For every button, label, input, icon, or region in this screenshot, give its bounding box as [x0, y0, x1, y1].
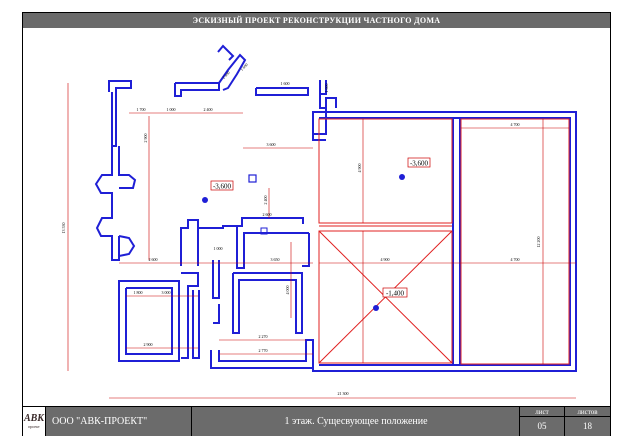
room-right-long	[460, 118, 570, 365]
wall-mid	[198, 217, 304, 229]
project-title: ЭСКИЗНЫЙ ПРОЕКТ РЕКОНСТРУКЦИИ ЧАСТНОГО Д…	[192, 16, 441, 25]
sheet-title: 1 этаж. Сущесвующее положение	[284, 416, 428, 427]
wall-lower-right	[212, 260, 220, 299]
wall-bay-window	[218, 53, 247, 91]
dimension-labels: 21 300 13 530 12 200 1 600 2 600 1 600 1…	[61, 62, 541, 396]
wall-lower-mid-2	[192, 290, 200, 359]
dim-label-top-a: 1 600	[239, 62, 249, 72]
sheets-label: листов	[564, 407, 610, 417]
dim-label-2600: 2 600	[263, 212, 272, 217]
dim-label-4700: 4 700	[511, 122, 520, 127]
wall-north-a	[174, 82, 220, 97]
dim-label-mid-4000: 4 000	[285, 286, 290, 295]
level-marker-pool: -1,400	[373, 287, 408, 311]
room-right-top	[318, 118, 453, 224]
floor-plan: -3,600 -3,600 -1,400 21 300 13 530 12 20…	[61, 44, 577, 399]
wall-lower-left-inner	[125, 287, 173, 355]
dim-label-row-3: 2 400	[204, 107, 213, 112]
pool-outline	[318, 230, 453, 364]
drawing-sheet: ЭСКИЗНЫЙ ПРОЕКТ РЕКОНСТРУКЦИИ ЧАСТНОГО Д…	[22, 12, 611, 436]
wall-room-east	[302, 233, 310, 267]
wall-central	[180, 219, 199, 266]
wall-mid-2	[236, 226, 309, 269]
dim-label-top-c: 1 600	[281, 81, 290, 86]
wall-north-west	[108, 80, 132, 147]
level-main-label: -3,600	[213, 183, 232, 191]
wall-east-outer	[312, 111, 577, 372]
dim-label-row-1: 1 700	[137, 107, 146, 112]
title-block: АВК проект ООО "АВК-ПРОЕКТ" 1 этаж. Суще…	[23, 406, 610, 436]
dim-label-4900b: 4 900	[381, 257, 390, 262]
dim-label-2400: 2 400	[263, 196, 268, 205]
wall-bay-window-2	[217, 44, 235, 61]
dim-label-mid-1000: 1 000	[214, 246, 223, 251]
sheet-label: лист	[519, 407, 564, 417]
company-name: ООО "АВК-ПРОЕКТ"	[46, 407, 192, 436]
dim-label-2900: 2 900	[143, 134, 148, 143]
dim-label-bot-2900: 2 900	[144, 342, 153, 347]
dim-label-bot-1800: 1 800	[134, 290, 143, 295]
wall-north-east	[319, 94, 337, 109]
dim-label-bot-2770: 2 770	[259, 348, 268, 353]
dim-label-overall-width: 21 300	[338, 391, 349, 396]
sheet-number: 05	[519, 417, 564, 436]
dim-label-3600: 3 600	[267, 142, 276, 147]
wall-north-b	[255, 87, 309, 96]
sheets-total: 18	[564, 417, 610, 436]
column-marker	[248, 174, 257, 183]
wall-lower-bottom	[210, 339, 314, 369]
wall-west	[94, 146, 120, 261]
dimension-lines	[67, 83, 576, 399]
demolition-lines	[318, 118, 570, 365]
logo-sub: проект	[28, 424, 40, 429]
dim-label-row-2: 1 000	[167, 107, 176, 112]
dim-label-bot-2270: 2 270	[259, 334, 268, 339]
sheet-header: ЭСКИЗНЫЙ ПРОЕКТ РЕКОНСТРУКЦИИ ЧАСТНОГО Д…	[23, 13, 610, 28]
company-logo: АВК проект	[23, 407, 46, 436]
dim-label-right-height: 12 200	[536, 237, 541, 248]
dim-label-mid-2600: 2 600	[149, 257, 158, 262]
level-marker-main: -3,600	[202, 180, 234, 203]
dim-label-overall-height: 13 530	[61, 223, 66, 234]
dim-label-4900: 4 900	[357, 164, 362, 173]
level-marker-right: -3,600	[399, 157, 431, 180]
wall-north-c	[319, 80, 327, 95]
dim-label-4700b: 4 700	[511, 257, 520, 262]
level-right-label: -3,600	[410, 160, 429, 168]
wall-west-inner	[118, 146, 137, 189]
dim-label-top-b: 2 600	[221, 70, 231, 80]
wall-east-inner	[319, 117, 571, 366]
dim-label-top-d: 1 600	[324, 84, 329, 93]
wall-west-bay	[118, 235, 136, 257]
wall-lower-door	[213, 304, 220, 324]
wall-lower-mid	[181, 272, 199, 359]
level-pool-label: -1,400	[386, 290, 405, 298]
dim-label-mid-3650: 3 650	[271, 257, 280, 262]
wall-lower-room	[232, 272, 303, 334]
dim-label-bot-3000: 3 000	[162, 290, 171, 295]
room-lower-left	[118, 280, 180, 362]
existing-walls	[94, 44, 577, 372]
logo-mark: АВК	[23, 413, 45, 424]
column-marker-2	[260, 227, 268, 235]
